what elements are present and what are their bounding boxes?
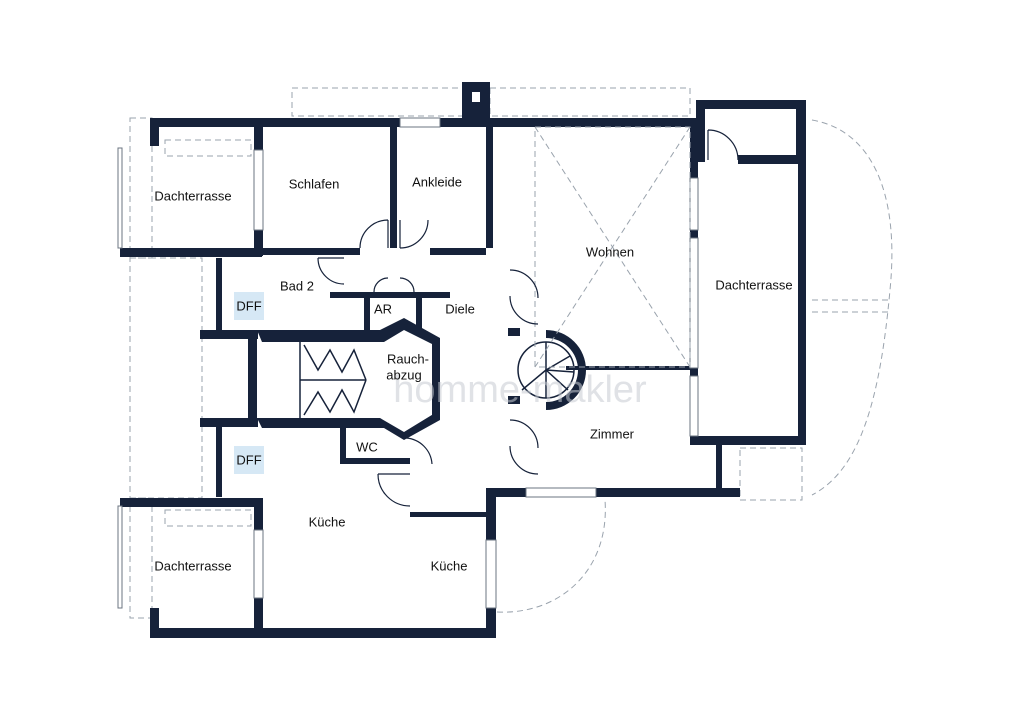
- label-rauchabzug-line1: Rauch-: [387, 351, 429, 366]
- label-dachterrasse-sw: Dachterrasse: [154, 558, 231, 573]
- label-zimmer: Zimmer: [590, 426, 635, 441]
- walls: [120, 82, 806, 638]
- label-ar: AR: [374, 301, 392, 316]
- dff-highlight-top: [234, 292, 264, 320]
- room-labels: Dachterrasse Schlafen Ankleide Wohnen Da…: [154, 174, 792, 573]
- label-rauchabzug-line2: abzug: [386, 367, 421, 382]
- stairs: [299, 341, 575, 418]
- label-bad-2: Bad 2: [280, 278, 314, 293]
- watermark: homme-makler: [393, 369, 647, 411]
- doors: [317, 129, 739, 507]
- label-diele: Diele: [445, 301, 475, 316]
- label-kueche-lower: Küche: [431, 558, 468, 573]
- roof-outline: [129, 87, 893, 619]
- label-dff-top: DFF: [236, 298, 261, 313]
- label-ankleide: Ankleide: [412, 174, 462, 189]
- label-wc: WC: [356, 439, 378, 454]
- label-dachterrasse-east: Dachterrasse: [715, 277, 792, 292]
- label-schlafen: Schlafen: [289, 176, 340, 191]
- label-kueche-upper: Küche: [309, 514, 346, 529]
- label-wohnen: Wohnen: [586, 244, 634, 259]
- label-dff-bottom: DFF: [236, 452, 261, 467]
- dff-highlight-bottom: [234, 446, 264, 474]
- void-cross: [534, 126, 691, 368]
- label-dachterrasse-nw: Dachterrasse: [154, 188, 231, 203]
